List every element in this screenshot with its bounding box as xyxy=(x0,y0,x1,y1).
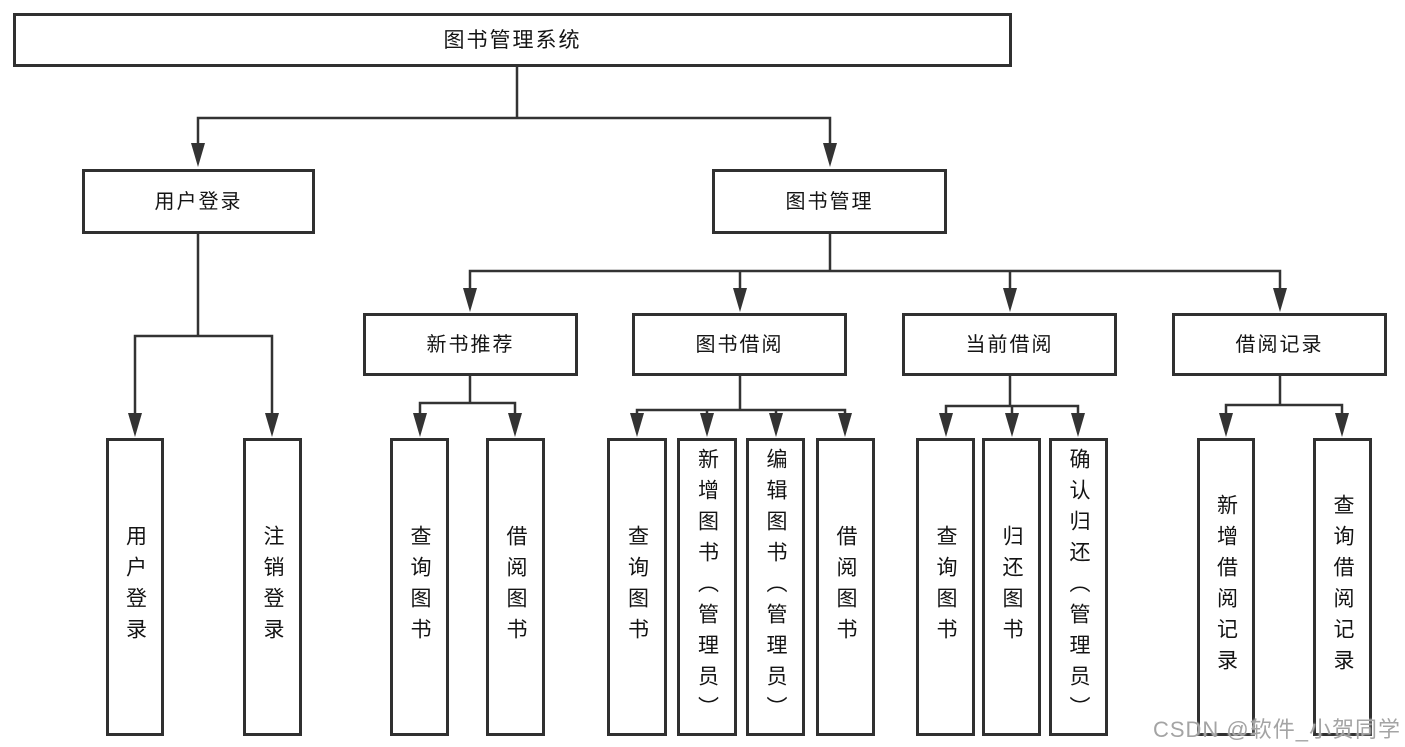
node-label: 注销登录 xyxy=(261,525,284,649)
node-label: 查询图书 xyxy=(408,525,431,649)
leaf-add-borrow-record: 新增借阅记录 xyxy=(1197,438,1255,736)
node-book-management-module: 图书管理 xyxy=(712,169,947,234)
node-label: 编辑图书（管理员） xyxy=(764,447,787,727)
leaf-borrow-books: 借阅图书 xyxy=(486,438,545,736)
leaf-query-books: 查询图书 xyxy=(390,438,449,736)
node-label: 确认归还（管理员） xyxy=(1067,447,1090,727)
csdn-watermark: CSDN @软件_小贺同学 xyxy=(1152,717,1401,742)
leaf-query-borrow-record: 查询借阅记录 xyxy=(1313,438,1372,736)
node-label: 新增借阅记录 xyxy=(1214,494,1238,680)
node-current-borrowing: 当前借阅 xyxy=(902,313,1117,376)
node-label: 用户登录 xyxy=(154,190,243,213)
node-label: 新书推荐 xyxy=(426,333,515,356)
leaf-query-books: 查询图书 xyxy=(916,438,975,736)
node-label: 当前借阅 xyxy=(965,333,1054,356)
node-label: 图书管理系统 xyxy=(443,28,582,52)
leaf-return-books: 归还图书 xyxy=(982,438,1041,736)
leaf-confirm-return-admin: 确认归还（管理员） xyxy=(1049,438,1108,736)
node-label: 借阅记录 xyxy=(1235,333,1324,356)
node-label: 借阅图书 xyxy=(504,525,527,649)
node-label: 图书借阅 xyxy=(695,333,784,356)
leaf-edit-book-admin: 编辑图书（管理员） xyxy=(746,438,805,736)
leaf-borrow-books: 借阅图书 xyxy=(816,438,875,736)
node-label: 新增图书（管理员） xyxy=(695,447,719,727)
node-book-borrowing: 图书借阅 xyxy=(632,313,847,376)
node-label: 查询图书 xyxy=(934,525,957,649)
node-user-login-module: 用户登录 xyxy=(82,169,315,234)
node-label: 图书管理 xyxy=(785,190,874,213)
leaf-query-books: 查询图书 xyxy=(607,438,667,736)
node-label: 用户登录 xyxy=(123,525,147,649)
node-library-management-system: 图书管理系统 xyxy=(13,13,1012,67)
node-label: 归还图书 xyxy=(1000,525,1023,649)
node-new-book-recommendation: 新书推荐 xyxy=(363,313,578,376)
node-label: 借阅图书 xyxy=(834,525,857,649)
node-label: 查询借阅记录 xyxy=(1331,494,1354,680)
leaf-add-book-admin: 新增图书（管理员） xyxy=(677,438,737,736)
leaf-logout: 注销登录 xyxy=(243,438,302,736)
node-borrowing-records: 借阅记录 xyxy=(1172,313,1387,376)
node-label: 查询图书 xyxy=(625,525,649,649)
leaf-user-login: 用户登录 xyxy=(106,438,164,736)
